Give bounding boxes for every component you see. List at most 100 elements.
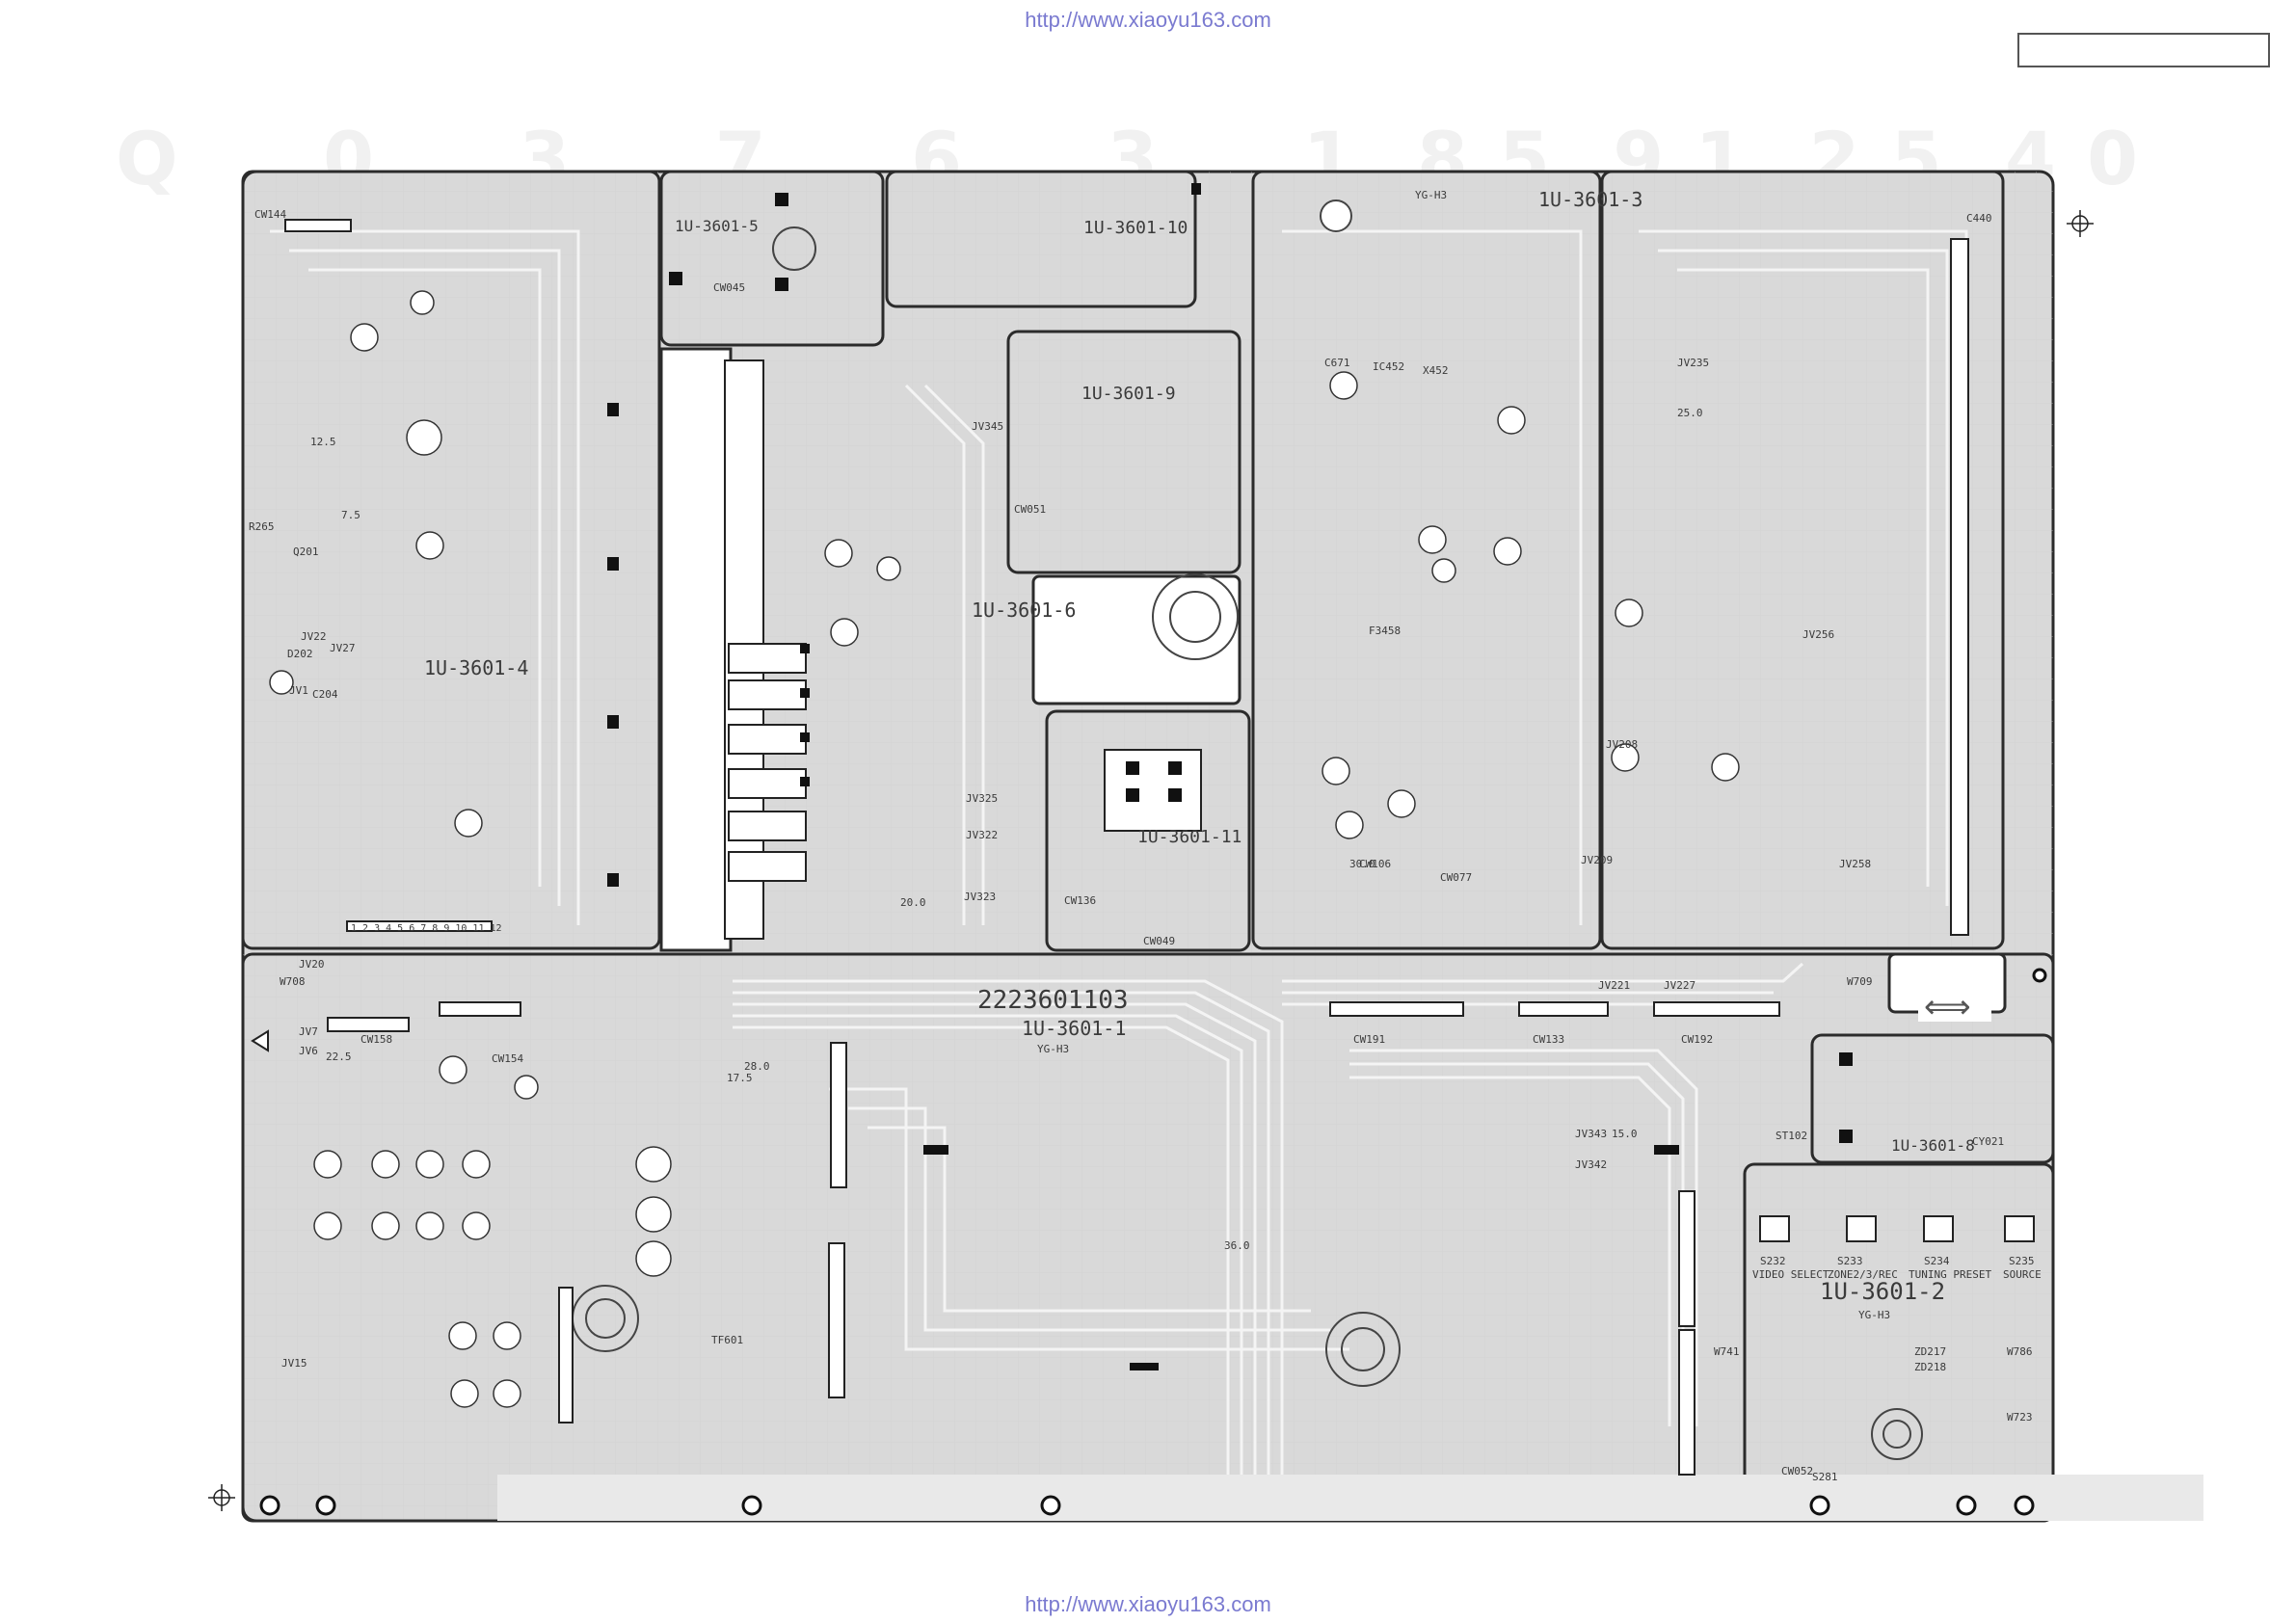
left-arrow-mark bbox=[251, 1029, 269, 1052]
component-pads bbox=[269, 290, 1740, 1408]
button-s232-ref: S232 bbox=[1760, 1255, 1786, 1267]
jumper-label: JV322 bbox=[966, 829, 998, 841]
jumper-label: JV343 bbox=[1575, 1128, 1607, 1140]
component-ref: IC452 bbox=[1373, 360, 1404, 373]
voltage-label: 7.5 bbox=[341, 509, 360, 521]
jumper-label: JV7 bbox=[299, 1025, 318, 1038]
component-ref: S281 bbox=[1812, 1471, 1838, 1483]
watermark-bottom: http://www.xiaoyu163.com bbox=[1025, 1592, 1271, 1616]
connector-cw106: CW106 bbox=[1359, 858, 1391, 870]
jumper-label: JV323 bbox=[964, 891, 996, 903]
component-ref: ZD217 bbox=[1914, 1345, 1946, 1358]
connector-cw077: CW077 bbox=[1440, 871, 1472, 884]
button-s234-ref: S234 bbox=[1924, 1255, 1950, 1267]
corner-frame bbox=[2017, 33, 2270, 67]
jumper-label: JV342 bbox=[1575, 1158, 1607, 1171]
voltage-label: 12.5 bbox=[310, 436, 336, 448]
component-ref: W786 bbox=[2007, 1345, 2033, 1358]
jumper-label: JV325 bbox=[966, 792, 998, 805]
connector-cw192: CW192 bbox=[1681, 1033, 1713, 1046]
button-s235-caption: SOURCE bbox=[2003, 1268, 2042, 1281]
connector-cw154: CW154 bbox=[492, 1052, 523, 1065]
connector-cw136: CW136 bbox=[1064, 894, 1096, 907]
jumper-label: JV22 bbox=[301, 630, 327, 643]
voltage-label: 25.0 bbox=[1677, 407, 1703, 419]
module-10-label: 1U-3601-10 bbox=[1083, 218, 1188, 238]
connector-cw191: CW191 bbox=[1353, 1033, 1385, 1046]
component-ref: Q201 bbox=[293, 545, 319, 558]
voltage-label: 28.0 bbox=[744, 1060, 770, 1073]
module-6-label: 1U-3601-6 bbox=[972, 599, 1076, 622]
double-arrow-mark: ⟺ bbox=[1918, 988, 1991, 1026]
voltage-label: 17.5 bbox=[727, 1072, 753, 1084]
jumper-label: JV20 bbox=[299, 958, 325, 971]
button-s235-ref: S235 bbox=[2009, 1255, 2035, 1267]
component-ref: C671 bbox=[1324, 357, 1350, 369]
main-board-label: 1U-3601-1 bbox=[1022, 1017, 1126, 1040]
jumper-label: JV15 bbox=[281, 1357, 307, 1370]
button-s234-caption: TUNING PRESET bbox=[1909, 1268, 1991, 1281]
board-labels: 2223601103 1U-3601-1 1U-3601-2 1U-3601-3… bbox=[249, 188, 2042, 1483]
watermark-top: http://www.xiaoyu163.com bbox=[1025, 8, 1271, 32]
screw-markers bbox=[259, 968, 2047, 1516]
connector-cw052: CW052 bbox=[1781, 1465, 1813, 1477]
jumper-label: JV227 bbox=[1664, 979, 1695, 992]
jumper-label: JV27 bbox=[330, 642, 356, 654]
black-pads bbox=[607, 183, 1853, 1370]
voltage-label: 22.5 bbox=[326, 1051, 352, 1063]
svg-text:⟺: ⟺ bbox=[1924, 988, 1971, 1026]
connector-cw051: CW051 bbox=[1014, 503, 1046, 516]
jumper-label: JV208 bbox=[1606, 738, 1638, 751]
cutouts bbox=[497, 347, 2203, 1521]
component-ref: F3458 bbox=[1369, 625, 1401, 637]
connector-cw144: CW144 bbox=[254, 208, 286, 221]
voltage-label: 36.0 bbox=[1224, 1239, 1250, 1252]
button-s232-caption: VIDEO SELECT bbox=[1752, 1268, 1829, 1281]
connector-pin-numbers: 1 2 3 4 5 6 7 8 9 10 11 12 bbox=[351, 923, 502, 934]
component-ref: CY021 bbox=[1972, 1135, 2004, 1148]
connector-strips bbox=[284, 219, 1969, 1476]
voltage-label: 15.0 bbox=[1612, 1128, 1638, 1140]
push-buttons bbox=[1759, 1215, 2035, 1242]
connector-cw158: CW158 bbox=[360, 1033, 392, 1046]
module-5-label: 1U-3601-5 bbox=[675, 217, 759, 235]
connector-cw133: CW133 bbox=[1533, 1033, 1564, 1046]
component-ref: TF601 bbox=[711, 1334, 743, 1346]
connector-cw045: CW045 bbox=[713, 281, 745, 294]
voltage-label: 20.0 bbox=[900, 896, 926, 909]
jumper-label: JV345 bbox=[972, 420, 1003, 433]
module-11-label: 1U-3601-11 bbox=[1137, 827, 1241, 847]
mount-circles bbox=[572, 200, 1923, 1460]
jumper-label: JV256 bbox=[1802, 628, 1834, 641]
voltage-label: 30.0 bbox=[1349, 858, 1375, 870]
module-4-label: 1U-3601-4 bbox=[424, 656, 528, 679]
component-ref: R265 bbox=[249, 520, 275, 533]
yg-mark-module-3: YG-H3 bbox=[1415, 189, 1447, 201]
component-ref: C440 bbox=[1966, 212, 1992, 225]
component-ref: X452 bbox=[1423, 364, 1449, 377]
component-ref: D202 bbox=[287, 648, 313, 660]
module-3-label: 1U-3601-3 bbox=[1538, 188, 1642, 211]
component-ref: ZD218 bbox=[1914, 1361, 1946, 1373]
component-ref: C204 bbox=[312, 688, 338, 701]
button-s233-caption: ZONE2/3/REC bbox=[1828, 1268, 1898, 1281]
connector-cw049: CW049 bbox=[1143, 935, 1175, 947]
button-s233-ref: S233 bbox=[1837, 1255, 1863, 1267]
crosshair-marks bbox=[208, 210, 2094, 1511]
jumper-label: JV209 bbox=[1581, 854, 1613, 866]
component-ref: W741 bbox=[1714, 1345, 1740, 1358]
component-ref: W709 bbox=[1847, 975, 1873, 988]
yg-mark-module-2: YG-H3 bbox=[1858, 1309, 1890, 1321]
part-number-label: 2223601103 bbox=[977, 986, 1129, 1015]
jumper-label: JV258 bbox=[1839, 858, 1871, 870]
module-9-label: 1U-3601-9 bbox=[1081, 384, 1176, 404]
component-ref: ST102 bbox=[1775, 1130, 1807, 1142]
jumper-label: JV221 bbox=[1598, 979, 1630, 992]
module-8-label: 1U-3601-8 bbox=[1891, 1136, 1975, 1155]
jumper-label: JV6 bbox=[299, 1045, 318, 1057]
module-2-label: 1U-3601-2 bbox=[1820, 1278, 1945, 1305]
component-ref: W723 bbox=[2007, 1411, 2033, 1423]
jumper-label: JV1 bbox=[289, 684, 308, 697]
component-ref: W708 bbox=[280, 975, 306, 988]
